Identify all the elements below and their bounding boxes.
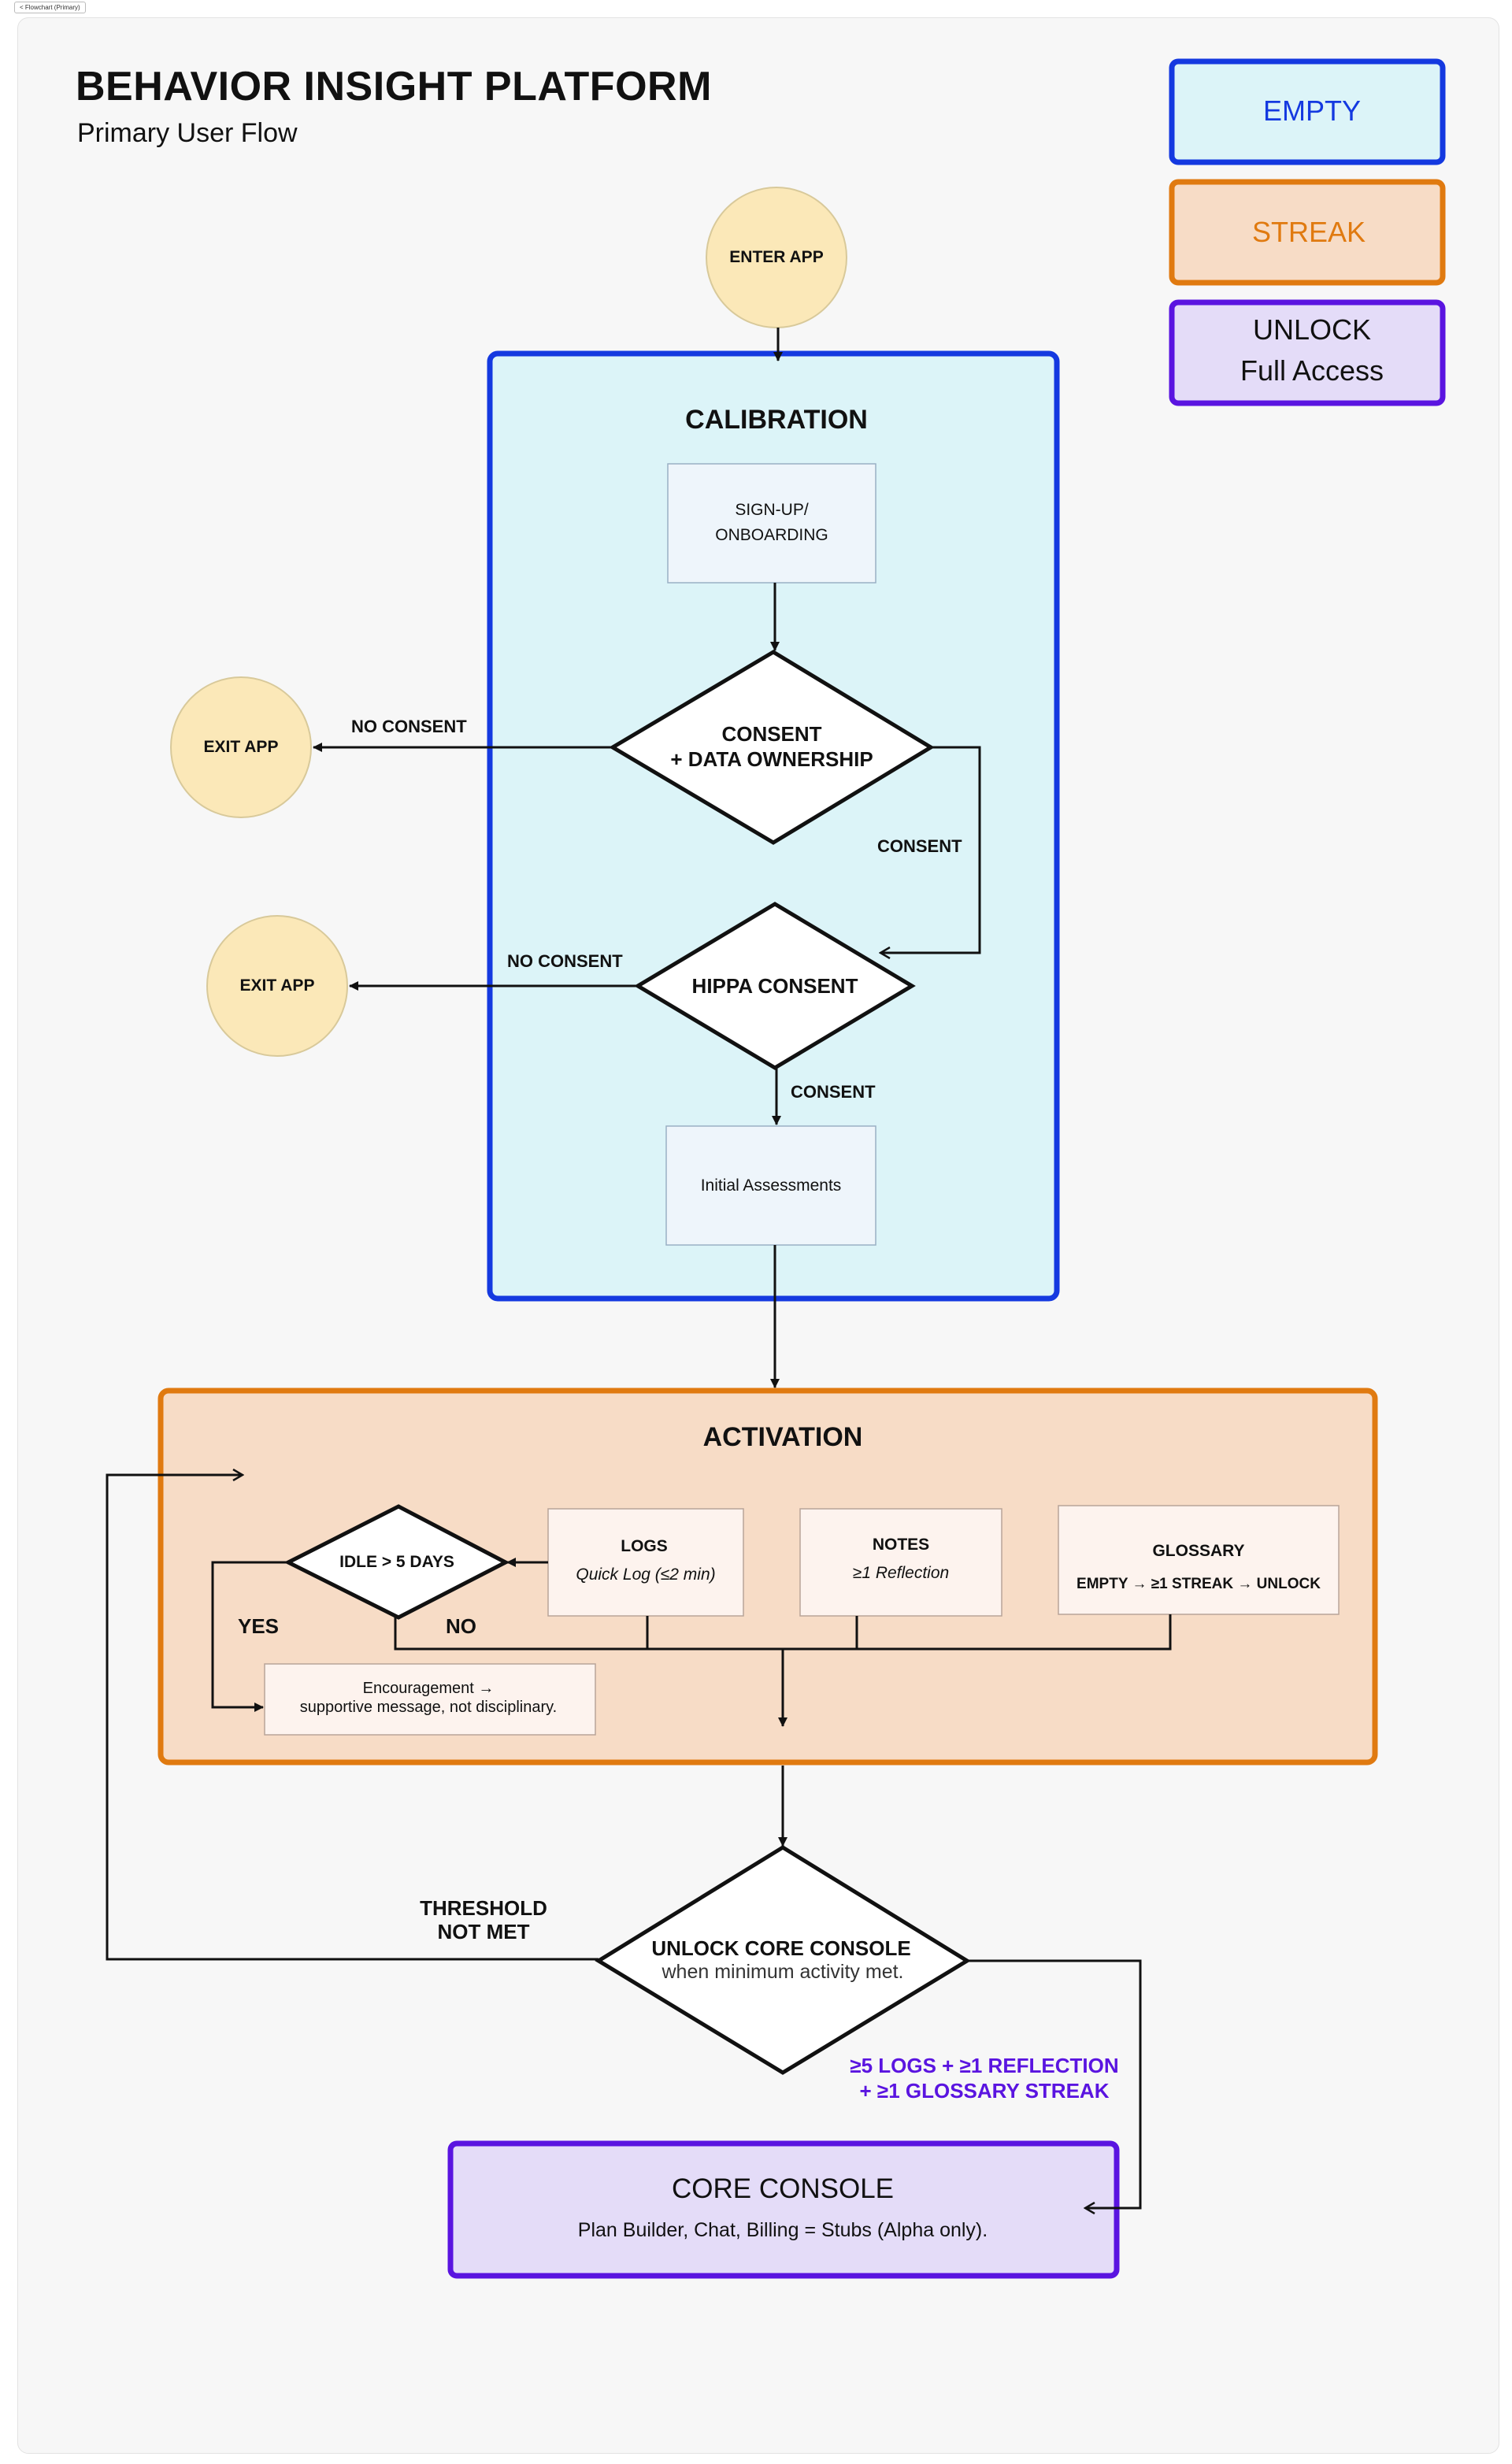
legend-unlock-box [1169,299,1446,406]
edge-no-consent-1: NO CONSENT [351,717,467,736]
core-console-title: CORE CONSOLE [672,2173,894,2204]
core-console-subtitle: Plan Builder, Chat, Billing = Stubs (Alp… [577,2219,988,2241]
legend-streak-label: STREAK [1251,216,1366,248]
hippa-decision [634,902,916,1070]
exit-app-label-2: EXIT APP [239,976,315,995]
page-title: BEHAVIOR INSIGHT PLATFORM [76,64,712,109]
notes-box [799,1508,1002,1617]
edge-consent-2: CONSENT [791,1082,876,1102]
unlock-criteria-line2: + ≥1 GLOSSARY STREAK [859,2079,1110,2103]
initial-assessments-box [665,1125,876,1246]
edge-threshold-line1: THRESHOLD [420,1896,547,1920]
consent-label-line2: + DATA OWNERSHIP [670,747,873,771]
page-subtitle: Primary User Flow [77,118,298,148]
exit-app-circle-2 [206,915,348,1057]
legend-empty-label: EMPTY [1262,94,1362,127]
unlock-core-decision [595,1845,971,2075]
idle-decision [284,1504,510,1620]
edge-no-consent-2: NO CONSENT [507,951,623,971]
legend-streak-box [1169,179,1446,286]
logs-title: LOGS [621,1537,668,1555]
glossary-subtitle: EMPTY → ≥1 STREAK → UNLOCK [1077,1576,1321,1592]
unlock-criteria-line1: ≥5 LOGS + ≥1 REFLECTION [850,2054,1119,2077]
edge-no: NO [446,1614,476,1638]
consent-decision [609,650,935,845]
edge-yes: YES [238,1614,280,1638]
edge-threshold-line2: NOT MET [437,1920,530,1943]
logs-box [547,1508,744,1617]
legend-empty-box [1169,58,1446,165]
initial-assessments-label: Initial Assessments [700,1176,842,1195]
encouragement-line2: supportive message, not disciplinary. [299,1699,558,1716]
consent-label-line1: CONSENT [721,722,822,746]
glossary-box [1058,1505,1340,1615]
enter-app-label: ENTER APP [729,248,824,266]
exit-app-circle-1 [170,676,312,818]
legend-unlock-label-line2: Full Access [1240,354,1384,387]
legend-unlock-label-line1: UNLOCK [1252,313,1372,346]
encouragement-box [264,1663,596,1736]
enter-app-circle [706,187,847,328]
encouragement-line1: Encouragement → [362,1680,495,1697]
glossary-title: GLOSSARY [1152,1542,1245,1560]
connectors [106,328,1172,2208]
notes-subtitle: ≥1 Reflection [852,1564,950,1582]
edge-consent-1: CONSENT [877,836,962,856]
exit-app-label-1: EXIT APP [203,738,279,756]
signup-label-line2: ONBOARDING [715,526,828,544]
calibration-title: CALIBRATION [685,405,868,435]
logs-subtitle: Quick Log (≤2 min) [576,1565,716,1584]
unlock-core-label-line2: when minimum activity met. [662,1961,904,1983]
signup-box [667,463,876,584]
unlock-core-label-line1: UNLOCK CORE CONSOLE [651,1936,911,1960]
hippa-label: HIPPA CONSENT [691,974,858,998]
core-console-box [447,2140,1120,2279]
idle-label: IDLE > 5 DAYS [339,1553,454,1571]
document-tab[interactable]: < Flowchart (Primary) [14,2,86,13]
signup-label-line1: SIGN-UP/ [735,501,809,519]
activation-title: ACTIVATION [702,1422,863,1452]
notes-title: NOTES [872,1536,930,1554]
